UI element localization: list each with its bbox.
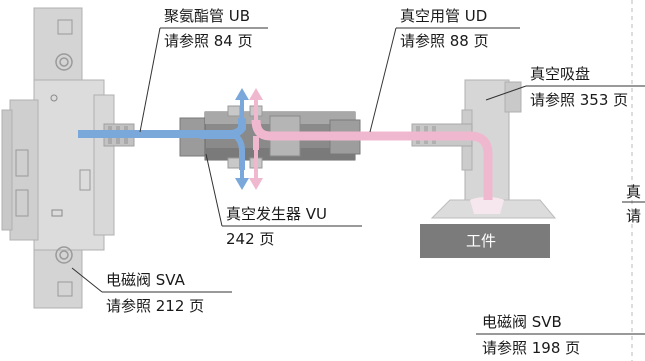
workpiece-label: 工件	[466, 232, 497, 250]
label-svb-ref: 请参照 198 页	[482, 339, 581, 357]
label-ub-ref: 请参照 84 页	[164, 32, 253, 50]
label-ub-title: 聚氨酯管 UB	[164, 7, 251, 25]
label-vu-title: 真空发生器 VU	[226, 205, 328, 223]
label-sva-ref: 请参照 212 页	[106, 297, 205, 315]
label-cut-ref: 请	[626, 207, 642, 225]
solenoid-valve-sva	[1, 7, 135, 309]
label-cut-title: 真	[626, 183, 642, 201]
leader-lines	[71, 27, 645, 335]
label-sva-title: 电磁阀 SVA	[106, 271, 185, 289]
label-svb-title: 电磁阀 SVB	[482, 313, 562, 331]
label-vu-ref: 242 页	[226, 230, 275, 248]
label-ud-ref: 请参照 88 页	[400, 32, 489, 50]
label-cup-ref: 请参照 353 页	[530, 91, 629, 109]
workpiece	[420, 224, 550, 258]
label-cup-title: 真空吸盘	[530, 65, 591, 83]
pink-tube-ud	[249, 88, 493, 200]
label-ud-title: 真空用管 UD	[400, 7, 488, 25]
blue-tube-ub	[78, 88, 249, 190]
